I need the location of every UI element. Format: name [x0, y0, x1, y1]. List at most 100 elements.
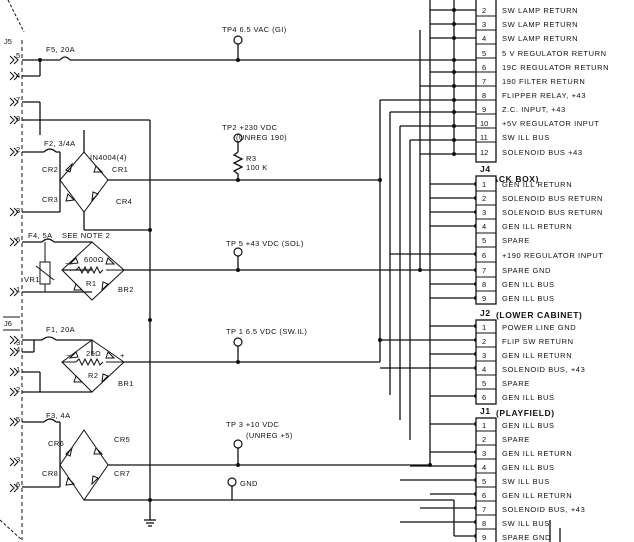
pin-label: FLIP SW RETURN: [502, 337, 574, 346]
r2-name-label: R2: [88, 371, 98, 380]
pin-number: 5: [482, 477, 486, 486]
pin-number: 2: [482, 194, 486, 203]
diode-type-label: IN4004(4): [90, 153, 127, 162]
pin-label: 5 V REGULATOR RETURN: [502, 49, 607, 58]
j6-pin: 1: [16, 365, 20, 374]
j5-pin: 8: [16, 114, 20, 123]
pin-label: FLIPPER RELAY, +43: [502, 91, 586, 100]
j5-pin: 3: [16, 206, 20, 215]
bridge-br1: 25Ω R2 BR1 − +: [61, 339, 134, 393]
f5-label: F5, 20A: [46, 45, 75, 54]
j6-pin-numbers: 3 4 1 2 5 3 6: [16, 338, 20, 489]
br2-minus: −: [65, 259, 70, 268]
test-point-tp1: TP 1 6.5 VDC (SW.IL): [226, 327, 307, 362]
see-note-label: SEE NOTE 2: [62, 231, 110, 240]
j6-pin: 3: [16, 338, 20, 347]
r3-name-label: R3: [246, 154, 256, 163]
pin-number: 4: [482, 365, 486, 374]
bridge-cr5-cr8: CR5 CR6 CR7 CR8: [42, 429, 130, 501]
pin-label: GEN ILL RETURN: [502, 491, 572, 500]
connector-top-pins: 2 SW LAMP RETURN 3 SW LAMP RETURN 4 SW L…: [480, 6, 609, 157]
r2-value-label: 25Ω: [86, 349, 101, 358]
j4-title: (BACK BOX): [482, 174, 539, 184]
fuse-f3: F3, 4A: [43, 411, 70, 423]
test-point-gnd: GND: [227, 477, 258, 488]
pin-label: SW LAMP RETURN: [502, 34, 578, 43]
pin-label: SOLENOID BUS RETURN: [502, 208, 603, 217]
f1-label: F1, 20A: [46, 325, 75, 334]
pin-number: 8: [482, 280, 486, 289]
pin-label: SW LAMP RETURN: [502, 20, 578, 29]
pin-number: 3: [482, 351, 486, 360]
pin-label: SW ILL BUS: [502, 133, 550, 142]
bridge-cr1-cr4: IN4004(4) CR1 CR2 CR3 CR4: [42, 130, 132, 213]
tp1-label: TP 1 6.5 VDC (SW.IL): [226, 327, 307, 336]
pin-number: 8: [482, 91, 486, 100]
connector-j1-pins: 1 GEN ILL BUS 2 SPARE 3 GEN ILL RETURN 4…: [482, 421, 585, 542]
j2-title: (LOWER CABINET): [496, 310, 582, 320]
cr2-label: CR2: [42, 165, 58, 174]
pin-number: 9: [482, 105, 486, 114]
pin-number: 6: [482, 251, 486, 260]
connector-j2: J2 (LOWER CABINET): [475, 308, 582, 405]
connector-j4-pins: 1 GEN ILL RETURN 2 SOLENOID BUS RETURN 3…: [482, 180, 603, 303]
br1-label: BR1: [118, 379, 134, 388]
pin-number: 4: [482, 34, 486, 43]
j6-pin: 5: [16, 415, 20, 424]
pin-number: 7: [482, 505, 486, 514]
tp3-label-2: (UNREG +5): [246, 431, 293, 440]
pin-number: 5: [482, 49, 486, 58]
j5-pin-numbers: 5 4 7 8 2 3 6 1: [16, 51, 20, 294]
pin-number: 5: [482, 236, 486, 245]
j6-pin: 2: [16, 385, 20, 394]
test-point-tp4: TP4 6.5 VAC (GI): [222, 25, 286, 60]
pin-number: 6: [482, 491, 486, 500]
connector-top: [453, 0, 497, 163]
pin-number: 7: [482, 266, 486, 275]
cr6-label: CR6: [48, 439, 64, 448]
pin-number: 11: [480, 133, 488, 142]
pin-label: GEN ILL BUS: [502, 393, 555, 402]
pin-number: 6: [482, 393, 486, 402]
pin-label: GEN ILL RETURN: [502, 180, 572, 189]
br1-plus: +: [120, 351, 125, 360]
j6-pin: 6: [16, 480, 20, 489]
r1-name-label: R1: [86, 279, 96, 288]
cr7-label: CR7: [114, 469, 130, 478]
cr3-label: CR3: [42, 195, 58, 204]
pin-number: 10: [480, 119, 488, 128]
pin-label: 19C REGULATOR RETURN: [502, 63, 609, 72]
pin-label: GEN ILL RETURN: [502, 449, 572, 458]
connector-j2-pins: 1 POWER LINE GND 2 FLIP SW RETURN 3 GEN …: [482, 323, 585, 402]
pin-number: 9: [482, 533, 486, 542]
tp2-label-1: TP2 +230 VDC: [222, 123, 278, 132]
r1-value-label: 600Ω: [84, 255, 104, 264]
pin-label: GEN ILL RETURN: [502, 222, 572, 231]
main-wiring: [22, 0, 561, 542]
cr4-label: CR4: [116, 197, 132, 206]
pin-number: 3: [482, 208, 486, 217]
fuse-f5: F5, 20A: [46, 45, 75, 61]
pin-number: 2: [482, 435, 486, 444]
fuse-f2: F2, 3/4A: [43, 139, 75, 153]
pin-number: 2: [482, 6, 486, 15]
pin-number: 2: [482, 337, 486, 346]
pin-label: SPARE: [502, 236, 530, 245]
f4-label: F4, 5A: [28, 231, 53, 240]
connector-j4: J4 (BACK BOX): [475, 164, 539, 305]
pin-label: GEN ILL BUS: [502, 421, 555, 430]
j2-id: J2: [480, 308, 491, 318]
cr1-label: CR1: [112, 165, 128, 174]
pin-label: SPARE: [502, 379, 530, 388]
pin-label: SW ILL BUS: [502, 477, 550, 486]
fuse-f4: F4, 5A SEE NOTE 2: [28, 231, 110, 243]
pin-number: 1: [482, 421, 486, 430]
j1-title: (PLAYFIELD): [496, 408, 555, 418]
pin-label: SW LAMP RETURN: [502, 6, 578, 15]
pin-number: 3: [482, 20, 486, 29]
br1-minus: −: [66, 351, 71, 360]
j6-pin: 4: [16, 345, 20, 354]
fuse-f1: F1, 20A: [41, 325, 75, 341]
vr1-label: VR1: [24, 275, 40, 284]
pin-label: SPARE: [502, 435, 530, 444]
